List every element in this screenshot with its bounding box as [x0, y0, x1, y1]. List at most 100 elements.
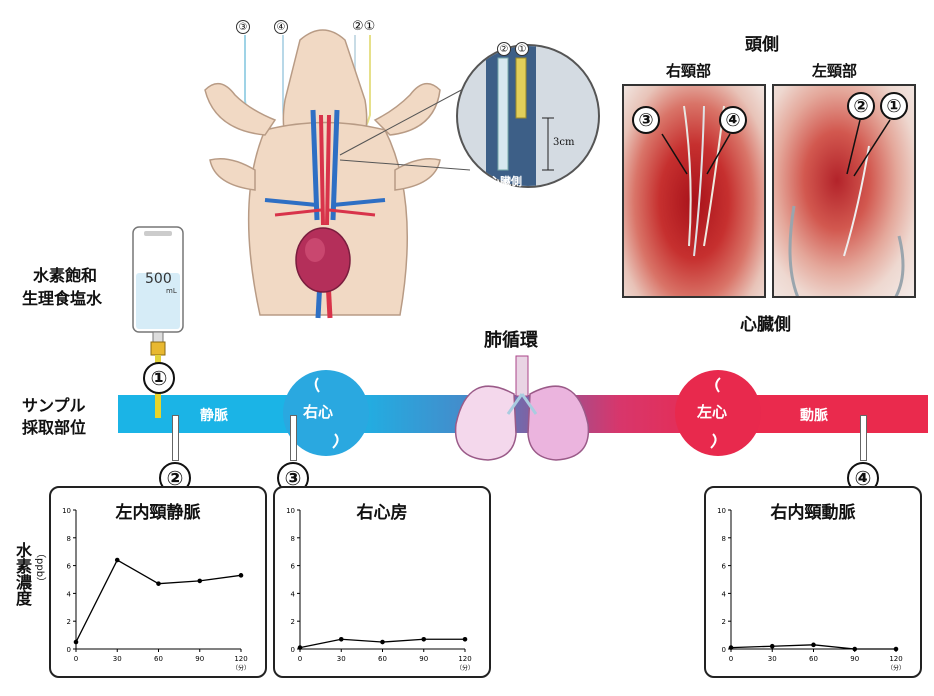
probe-label-4: ④: [274, 20, 288, 34]
data-point: [114, 557, 120, 563]
probe-label-2-1: ②①: [352, 19, 376, 34]
head-side-label: 頭側: [745, 35, 779, 55]
x-unit-label: （分）: [887, 664, 905, 672]
inset-callout-lines: [339, 79, 481, 171]
x-tick-label: 30: [337, 655, 346, 663]
artery-label: 動脈: [800, 408, 828, 424]
x-tick-label: 60: [809, 655, 818, 663]
photo-marker-4: ④: [719, 106, 747, 134]
stand-4: [860, 415, 867, 461]
lungs-illustration: [448, 354, 596, 466]
data-point: [893, 646, 899, 652]
x-tick-label: 0: [298, 655, 302, 663]
data-point: [769, 643, 775, 649]
data-point: [197, 578, 203, 584]
marker-1: ①: [143, 362, 175, 394]
x-unit-label: （分）: [456, 664, 474, 672]
y-axis-unit: （ppb）: [34, 548, 45, 588]
photo-marker-lines: [661, 119, 891, 177]
y-axis-label: 水素濃度: [13, 542, 32, 606]
data-point: [728, 645, 734, 650]
iv-bag: [130, 225, 186, 365]
left-heart-node: [675, 370, 761, 456]
catheter-inset: [456, 44, 600, 188]
right-heart-label: 右心: [303, 403, 334, 421]
y-tick-label: 4: [722, 590, 727, 598]
data-point: [852, 646, 858, 652]
x-tick-label: 0: [729, 655, 733, 663]
left-heart-label: 左心: [697, 403, 728, 421]
iv-bag-unit: mL: [166, 287, 177, 295]
x-tick-label: 120: [458, 655, 471, 663]
x-tick-label: 60: [154, 655, 163, 663]
data-point: [73, 639, 79, 645]
y-tick-label: 0: [722, 646, 726, 654]
probe-label-3: ③: [236, 20, 250, 34]
heart-side-label: 心臓側: [740, 315, 791, 335]
right-heart-node: [283, 370, 369, 456]
x-tick-label: 0: [74, 655, 78, 663]
right-neck-label: 右頸部: [666, 62, 712, 80]
data-point: [156, 581, 161, 586]
photo-marker-1: ①: [880, 92, 908, 120]
data-point: [462, 636, 468, 642]
stand-2: [172, 415, 179, 461]
data-point: [238, 573, 244, 578]
y-tick-label: 8: [291, 535, 295, 543]
photo-marker-3: ③: [632, 106, 660, 134]
y-tick-label: 0: [291, 646, 295, 654]
x-tick-label: 120: [234, 655, 247, 663]
chart-panel-right-atrium: 右心房 0 2 4 6 8 10 0 30 60 90 120（分）: [273, 486, 491, 678]
y-tick-label: 8: [67, 535, 71, 543]
x-tick-label: 120: [889, 655, 902, 663]
inset-label-2: ②: [497, 42, 511, 56]
x-tick-label: 90: [195, 655, 204, 663]
y-tick-label: 4: [291, 590, 296, 598]
chart-title: 右心房: [356, 503, 408, 523]
iv-bag-volume: 500: [145, 271, 172, 287]
x-tick-label: 90: [419, 655, 428, 663]
data-point: [421, 636, 427, 642]
data-point: [811, 642, 816, 648]
sample-site-line2: 採取部位: [22, 418, 87, 437]
y-tick-label: 6: [291, 563, 296, 571]
y-tick-label: 2: [291, 618, 295, 626]
left-neck-label: 左頸部: [812, 62, 858, 80]
vein-label: 静脈: [200, 408, 228, 424]
series-line: [75, 559, 242, 643]
y-tick-label: 10: [286, 507, 295, 515]
inset-label-1: ①: [515, 42, 529, 56]
y-tick-label: 10: [717, 507, 726, 515]
y-tick-label: 2: [722, 618, 726, 626]
inset-bottom-label: 心臓側: [489, 175, 522, 188]
sample-site-line1: サンプル: [22, 396, 86, 415]
y-tick-label: 0: [67, 646, 71, 654]
circulation-bar: [118, 395, 928, 433]
y-tick-label: 4: [67, 590, 72, 598]
bag-caption-line1: 水素飽和: [33, 266, 98, 285]
x-unit-label: （分）: [232, 664, 250, 672]
x-tick-label: 90: [850, 655, 859, 663]
x-tick-label: 60: [378, 655, 387, 663]
data-point: [338, 636, 344, 642]
x-tick-label: 30: [113, 655, 122, 663]
right-heart-valve-marks: [314, 377, 339, 449]
y-tick-label: 2: [67, 618, 71, 626]
y-tick-label: 6: [722, 563, 727, 571]
inset-distance: 3cm: [553, 137, 575, 148]
pulmonary-label: 肺循環: [484, 330, 538, 351]
stand-3: [290, 415, 297, 461]
x-tick-label: 30: [768, 655, 777, 663]
feed-line: [155, 390, 161, 418]
chart-title: 右内頸動脈: [770, 503, 856, 523]
bag-caption-line2: 生理食塩水: [22, 289, 103, 308]
y-tick-label: 10: [62, 507, 71, 515]
left-heart-valve-marks: [710, 377, 721, 449]
rat-illustration: [195, 20, 455, 320]
data-point: [297, 645, 303, 650]
chart-title: 左内頸静脈: [115, 503, 201, 523]
